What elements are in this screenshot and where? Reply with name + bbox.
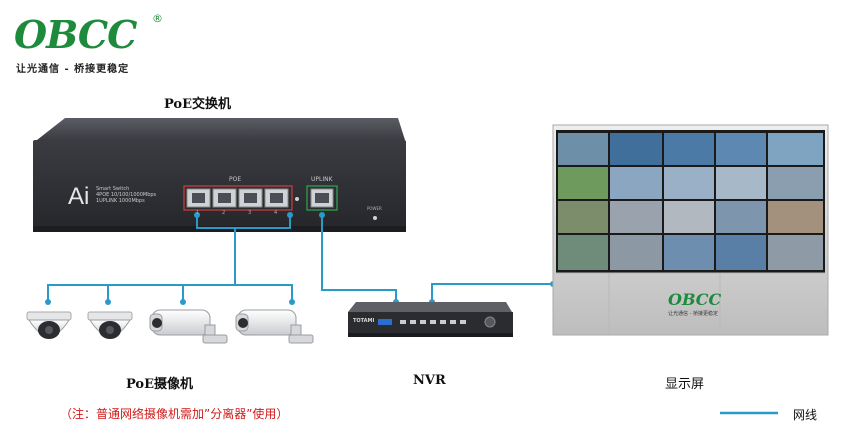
switch-power-label: POWER xyxy=(367,206,382,211)
brand-slogan: 让光通信 - 桥接更稳定 xyxy=(16,64,130,75)
port-number-2: 2 xyxy=(222,210,226,216)
dome-camera-2 xyxy=(87,311,133,339)
label-display: 显示屏 xyxy=(665,377,705,392)
switch-top xyxy=(37,118,405,140)
dome-camera-1 xyxy=(26,311,72,339)
label-poe-cameras: PoE摄像机 xyxy=(126,377,194,392)
label-nvr: NVR xyxy=(413,373,446,388)
switch-uplink-label: UPLINK xyxy=(311,176,333,183)
cable-uplink-nvr xyxy=(321,215,397,302)
video-wall-logo: OBCC xyxy=(668,290,722,309)
registered-mark: ® xyxy=(152,12,163,25)
video-wall xyxy=(552,124,829,336)
nvr-device xyxy=(348,302,513,337)
port-number-4: 4 xyxy=(274,210,278,216)
power-led xyxy=(373,216,377,220)
cable-lines xyxy=(47,215,553,302)
video-wall-slogan: 让光通信 - 桥接更稳定 xyxy=(668,311,718,317)
brand-logo: OBCC xyxy=(14,12,137,57)
bullet-camera-1 xyxy=(149,309,228,344)
label-poe-switch: PoE交换机 xyxy=(164,97,232,112)
switch-spec-3: 1UPLINK 1000Mbps xyxy=(96,198,145,204)
cable-poe-bundle xyxy=(196,215,291,229)
poe-switch xyxy=(33,118,406,232)
legend-label: 网线 xyxy=(793,408,818,422)
switch-spec-1: Smart Switch xyxy=(96,186,130,192)
video-tiles xyxy=(558,133,823,270)
switch-spec-2: 4POE 10/100/1000Mbps xyxy=(96,192,157,198)
port-number-1: 1 xyxy=(196,210,200,216)
uplink-port xyxy=(306,185,338,211)
cable-camera-bus xyxy=(47,284,293,302)
bullet-camera-2 xyxy=(235,309,314,344)
nvr-brand: TOTAMI xyxy=(353,318,375,324)
switch-ai-logo: Ai xyxy=(68,183,90,210)
note-text: （注：普通网络摄像机需加”分离器”使用） xyxy=(60,407,289,421)
switch-spec-text: Smart Switch 4POE 10/100/1000Mbps 1UPLIN… xyxy=(96,186,156,204)
legend-line xyxy=(720,411,778,415)
cable-nvr-display xyxy=(431,283,553,302)
port-number-3: 3 xyxy=(248,210,252,216)
switch-poe-label: POE xyxy=(229,176,242,183)
poe-ports xyxy=(183,185,293,211)
led-indicator xyxy=(295,197,299,201)
